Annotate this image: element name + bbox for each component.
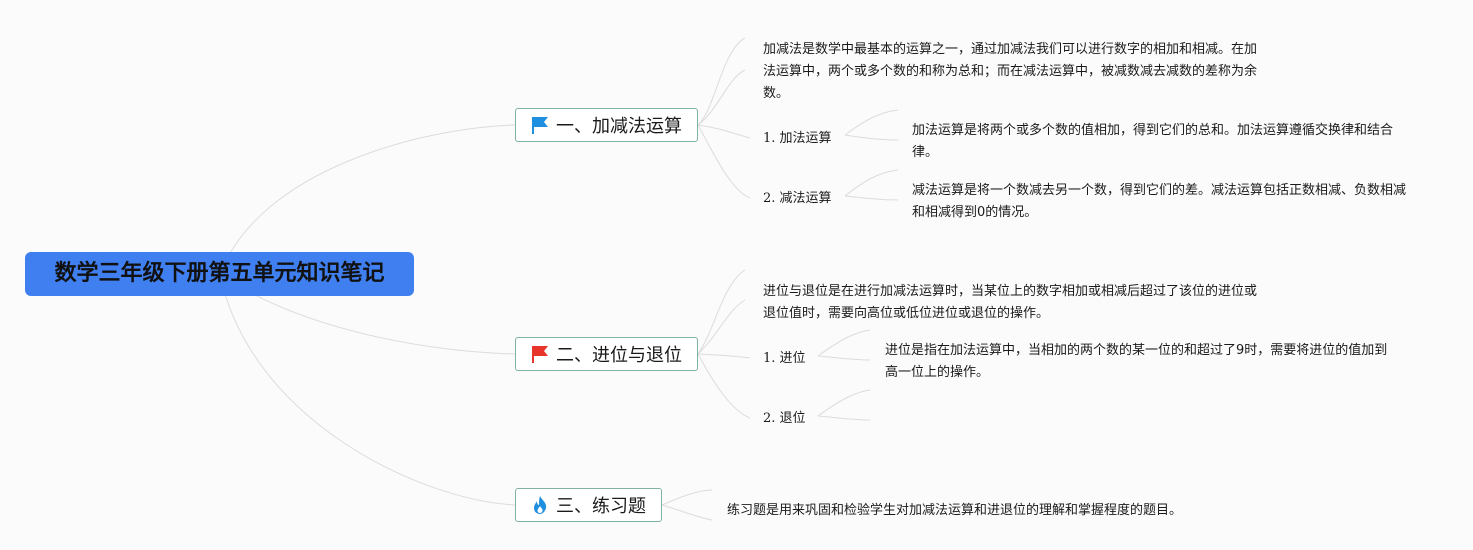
- branch-2-subtopic-1-description: 进位是指在加法运算中，当相加的两个数的某一位的和超过了9时，需要将进位的值加到高…: [885, 343, 1388, 380]
- connector-b2-c2-desc: [817, 389, 871, 417]
- connector-b2-child-2: [697, 353, 751, 419]
- connector-b1-c2-desc: [844, 169, 899, 197]
- connector-b2-c2-desc-b: [817, 415, 871, 421]
- connector-b1-c1-desc: [844, 109, 899, 136]
- connector-b2-c1-desc: [817, 329, 871, 357]
- branch-1-subtopic-2[interactable]: 2. 减法运算: [763, 191, 832, 206]
- connector-b1-desc-tail: [697, 69, 746, 126]
- branch-1-subtopic-1-description: 加法运算是将两个或多个数的值相加，得到它们的总和。加法运算遵循交换律和结合律。: [912, 123, 1394, 160]
- connector-b2-child-1: [697, 353, 751, 359]
- connector-b1-child-2: [697, 124, 751, 199]
- connector-b1-c2-desc-b: [844, 195, 899, 201]
- fire-icon: [530, 495, 550, 515]
- connector-root-branch-1: [219, 124, 516, 275]
- branch-3-description: 练习题是用来巩固和检验学生对加减法运算和进退位的理解和掌握程度的题目。: [727, 503, 1183, 518]
- connector-b2-c1-desc-b: [817, 355, 871, 361]
- connector-b2-desc-tail: [697, 299, 746, 355]
- connector-b3-desc: [661, 489, 713, 506]
- branch-1-subtopic-1[interactable]: 1. 加法运算: [763, 131, 832, 146]
- red-flag-icon: [530, 344, 550, 364]
- branch-2-subtopic-2[interactable]: 2. 退位: [763, 411, 806, 426]
- branch-topic-2[interactable]: 二、进位与退位: [515, 337, 698, 371]
- blue-flag-icon: [530, 115, 550, 135]
- root-topic[interactable]: 数学三年级下册第五单元知识笔记: [25, 252, 414, 296]
- branch-topic-1[interactable]: 一、加减法运算: [515, 108, 698, 142]
- branch-2-description: 进位与退位是在进行加减法运算时，当某位上的数字相加或相减后超过了该位的进位或退位…: [763, 284, 1258, 321]
- branch-topic-2-label: 二、进位与退位: [556, 345, 682, 366]
- branch-2-subtopic-1[interactable]: 1. 进位: [763, 351, 806, 366]
- connector-b1-c1-desc-b: [844, 134, 899, 141]
- branch-1-subtopic-2-description: 减法运算是将一个数减去另一个数，得到它们的差。减法运算包括正数相减、负数相减和相…: [912, 183, 1407, 220]
- connector-b1-child-1: [697, 124, 751, 139]
- branch-topic-1-label: 一、加减法运算: [556, 116, 682, 137]
- connector-b2-desc: [697, 269, 746, 355]
- branch-topic-3-label: 三、练习题: [556, 496, 646, 517]
- root-topic-title: 数学三年级下册第五单元知识笔记: [54, 261, 385, 286]
- connector-b3-desc-b: [661, 504, 713, 521]
- branch-1-description: 加减法是数学中最基本的运算之一，通过加减法我们可以进行数字的相加和相减。在加法运…: [763, 42, 1258, 101]
- branch-topic-3[interactable]: 三、练习题: [515, 488, 662, 522]
- connector-b1-desc: [697, 37, 746, 126]
- connector-root-branch-3: [219, 273, 516, 506]
